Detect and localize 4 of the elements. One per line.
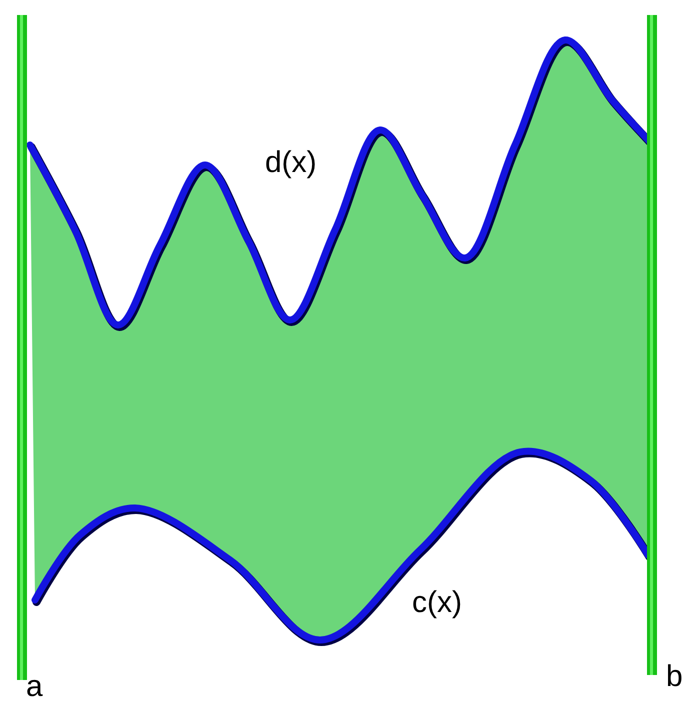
curve-label: c(x): [412, 588, 462, 618]
curve-label: d(x): [265, 148, 317, 178]
curve-label: b: [666, 662, 683, 692]
curve-label: a: [26, 672, 43, 702]
